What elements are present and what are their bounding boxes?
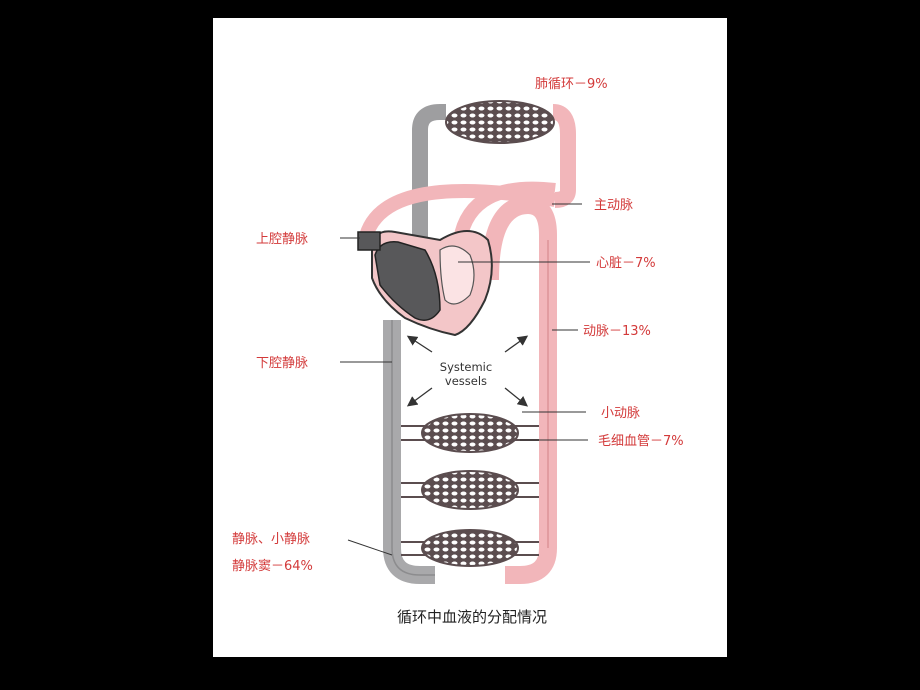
label-sinuses: 静脉窦－64% (232, 559, 313, 574)
heart (357, 230, 493, 337)
label-inf-vena-cava: 下腔静脉 (256, 356, 308, 371)
label-sup-vena-cava: 上腔静脉 (256, 232, 308, 247)
systemic-label-line2: vessels (445, 374, 487, 388)
systemic-artery (481, 195, 557, 584)
label-capillaries: 毛细血管－7% (598, 434, 684, 449)
leader-lines (340, 203, 590, 556)
label-arterioles: 小动脉 (601, 406, 640, 421)
pulmonary-capillary-bed (445, 100, 555, 144)
systemic-arrows (406, 335, 529, 407)
pulmonary-loop (358, 104, 576, 305)
label-aorta: 主动脉 (594, 198, 633, 213)
figure-caption: 循环中血液的分配情况 (397, 608, 547, 626)
label-heart: 心脏－7% (596, 256, 656, 271)
systemic-vein (383, 320, 435, 584)
systemic-label-line1: Systemic (440, 360, 492, 374)
label-veins: 静脉、小静脉 (232, 532, 310, 547)
systemic-capillary-beds (401, 413, 539, 567)
label-pulmonary: 肺循环－9% (535, 77, 608, 92)
label-arteries: 动脉－13% (583, 324, 651, 339)
